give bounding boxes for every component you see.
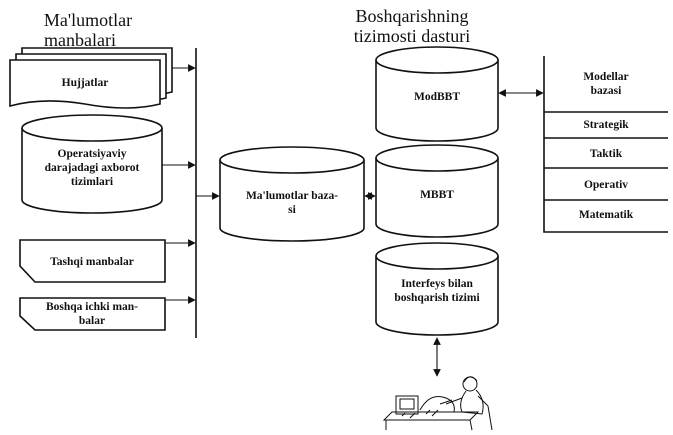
interface-cylinder: Interfeys bilan boshqarish tizimi (375, 242, 499, 336)
sources-heading-line2: manbalari (44, 30, 116, 50)
program-heading-line1: Boshqarishning (355, 6, 468, 26)
other-internal-label-line2: balar (79, 315, 105, 327)
external-sources-card: Tashqi manbalar (19, 239, 166, 283)
operational-systems-cylinder: Operatsiyaviy darajadagi axborot tizimla… (21, 114, 163, 214)
model-base-title-line2: bazasi (591, 85, 622, 97)
mbbt-cylinder: MBBT (375, 144, 499, 238)
model-tactical: Taktik (590, 148, 623, 160)
interface-label-line2: boshqarish tizimi (394, 292, 480, 304)
operational-label-line3: tizimlari (71, 176, 114, 188)
model-base-table: Modellar bazasi Strategik Taktik Operati… (543, 56, 668, 233)
database-cylinder: Ma'lumotlar baza- si (219, 146, 365, 242)
user-at-computer-icon (382, 376, 493, 431)
model-base-title-line1: Modellar (583, 71, 628, 83)
modbbt-label: ModBBT (414, 91, 460, 103)
operational-label-line1: Operatsiyaviy (58, 148, 127, 160)
external-sources-label: Tashqi manbalar (50, 256, 134, 268)
sources-heading-line1: Ma'lumotlar (44, 10, 132, 30)
program-heading-line2: tizimosti dasturi (354, 26, 471, 46)
other-internal-label-line1: Boshqa ichki man- (46, 301, 138, 313)
mbbt-label: MBBT (420, 189, 454, 201)
model-mathematical: Matematik (579, 209, 634, 221)
modbbt-cylinder: ModBBT (375, 46, 499, 142)
documents-label: Hujjatlar (62, 77, 109, 89)
model-operative: Operativ (584, 179, 628, 191)
other-internal-sources-card: Boshqa ichki man- balar (19, 297, 166, 331)
operational-label-line2: darajadagi axborot (45, 162, 140, 174)
database-label-line1: Ma'lumotlar baza- (246, 190, 338, 202)
documents-stack: Hujjatlar (9, 47, 173, 109)
interface-label-line1: Interfeys bilan (401, 278, 473, 290)
model-strategic: Strategik (583, 119, 629, 131)
database-label-line2: si (288, 204, 296, 216)
